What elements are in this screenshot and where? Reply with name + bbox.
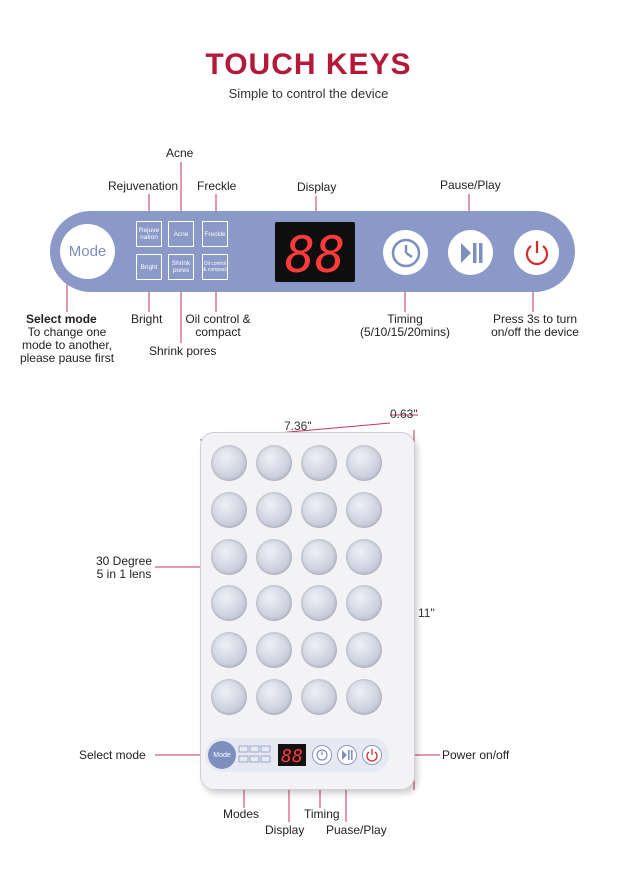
display-value: 88 <box>285 226 345 282</box>
led-lens <box>211 632 247 668</box>
led-lens <box>346 679 382 715</box>
label-device-modes: Modes <box>223 807 260 821</box>
label-power-desc-2: on/off the device <box>491 325 579 339</box>
device-play-pause-icon <box>342 750 353 760</box>
mode-keys-grid <box>238 745 271 763</box>
device-mode-button[interactable]: Mode <box>208 741 236 769</box>
led-lens <box>346 539 382 575</box>
dim-width: 7.36" <box>284 419 312 433</box>
label-rejuvenation: Rejuvenation <box>108 179 179 193</box>
led-lens <box>301 445 337 481</box>
label-device-pause-play: Puase/Play <box>326 823 387 837</box>
led-lens <box>256 492 292 528</box>
pause-play-button[interactable] <box>448 230 493 275</box>
device-timing-button[interactable] <box>312 745 332 765</box>
dim-height: 11" <box>418 606 435 620</box>
play-pause-icon <box>460 242 482 263</box>
led-lens <box>256 585 292 621</box>
device-power-button[interactable] <box>362 745 382 765</box>
select-mode-desc-1: To change one <box>27 325 107 339</box>
device-display: 88 <box>278 744 306 767</box>
led-lens <box>301 585 337 621</box>
led-lens <box>211 445 247 481</box>
led-lens <box>301 679 337 715</box>
device-power-icon <box>366 749 378 762</box>
device-display-digits: 88 <box>281 746 303 767</box>
clock-icon <box>391 238 420 267</box>
label-acne: Acne <box>166 146 194 160</box>
device-pause-play-button[interactable] <box>337 745 357 765</box>
led-lens <box>211 539 247 575</box>
led-lens <box>211 679 247 715</box>
led-lens <box>256 539 292 575</box>
key-bright[interactable]: Bright <box>136 254 162 280</box>
led-lens <box>211 492 247 528</box>
label-select-mode: Select mode <box>26 312 97 326</box>
page-subtitle: Simple to control the device <box>228 86 389 101</box>
led-panel-device <box>200 432 415 790</box>
key-freckle[interactable]: Freckle <box>202 221 228 247</box>
led-lens <box>301 539 337 575</box>
power-button[interactable] <box>514 230 559 275</box>
led-lens <box>211 585 247 621</box>
digital-display: 88 <box>275 222 355 284</box>
label-device-select-mode: Select mode <box>79 748 146 762</box>
key-shrink-pores[interactable]: Shrink pores <box>168 254 194 280</box>
device-clock-icon <box>316 749 328 761</box>
display-digits: 88 <box>285 226 345 284</box>
led-lens <box>301 492 337 528</box>
led-lens <box>301 632 337 668</box>
device-mode-keys <box>238 744 272 766</box>
label-device-display: Display <box>265 823 305 837</box>
select-mode-desc-3: please pause first <box>19 351 115 365</box>
key-acne[interactable]: Acne <box>168 221 194 247</box>
label-device-power: Power on/off <box>442 748 510 762</box>
led-lens <box>346 585 382 621</box>
led-lens <box>346 445 382 481</box>
page-title: TOUCH KEYS <box>205 48 412 81</box>
led-lens <box>256 445 292 481</box>
label-display: Display <box>297 180 337 194</box>
label-shrink-pores: Shrink pores <box>149 344 217 358</box>
label-oil-control-2: compact <box>195 325 241 339</box>
label-timing-options: (5/10/15/20mins) <box>359 325 451 339</box>
timing-button[interactable] <box>383 230 428 275</box>
label-oil-control: Oil control & <box>185 312 251 326</box>
led-lens <box>256 632 292 668</box>
led-lens <box>256 679 292 715</box>
key-oil-control[interactable]: Oil control & compact <box>202 254 228 280</box>
label-pause-play: Pause/Play <box>440 178 501 192</box>
power-icon <box>525 240 548 265</box>
label-freckle: Freckle <box>197 179 237 193</box>
led-lens <box>346 492 382 528</box>
key-rejuvenation[interactable]: Rejuve nation <box>136 221 162 247</box>
label-timing: Timing <box>387 312 423 326</box>
dim-depth: 0.63" <box>390 407 418 421</box>
led-lens <box>346 632 382 668</box>
label-power-desc-1: Press 3s to turn <box>492 312 578 326</box>
device-display-value: 88 <box>281 746 303 766</box>
label-bright: Bright <box>131 312 163 326</box>
label-lens-2: 5 in 1 lens <box>96 567 152 581</box>
select-mode-desc-2: mode to another, <box>21 338 113 352</box>
label-lens-1: 30 Degree <box>95 554 153 568</box>
mode-button[interactable]: Mode <box>60 224 115 279</box>
label-device-timing: Timing <box>304 807 340 821</box>
